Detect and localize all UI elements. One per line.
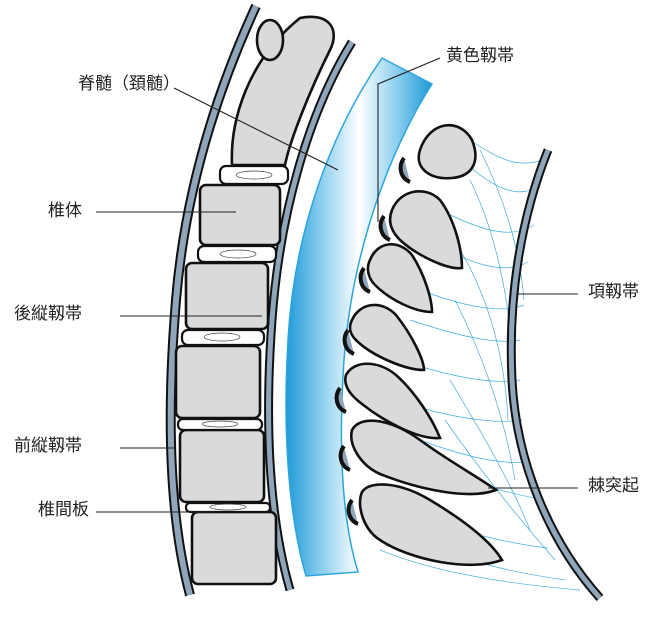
label-vertebral-body: 椎体 [48, 201, 82, 221]
ligamentum-flavum [334, 156, 411, 526]
intervertebral-discs [176, 164, 290, 514]
vertebral-bodies [174, 15, 336, 586]
leader-lines [96, 57, 578, 513]
label-nuchal-ligament: 項靱帯 [588, 282, 639, 302]
label-ligamentum-flavum: 黄色靱帯 [446, 46, 514, 66]
label-spinal-cord: 脊髄（頚髄） [78, 74, 180, 94]
label-intervertebral-disc: 椎間板 [38, 500, 89, 520]
label-anterior-longitudinal-ligament: 前縦靱帯 [14, 436, 82, 456]
spinal-cord [285, 57, 434, 577]
label-posterior-longitudinal-ligament: 後縦靱帯 [14, 304, 82, 324]
spinous-processes [344, 124, 504, 567]
label-spinous-process: 棘突起 [588, 476, 639, 496]
